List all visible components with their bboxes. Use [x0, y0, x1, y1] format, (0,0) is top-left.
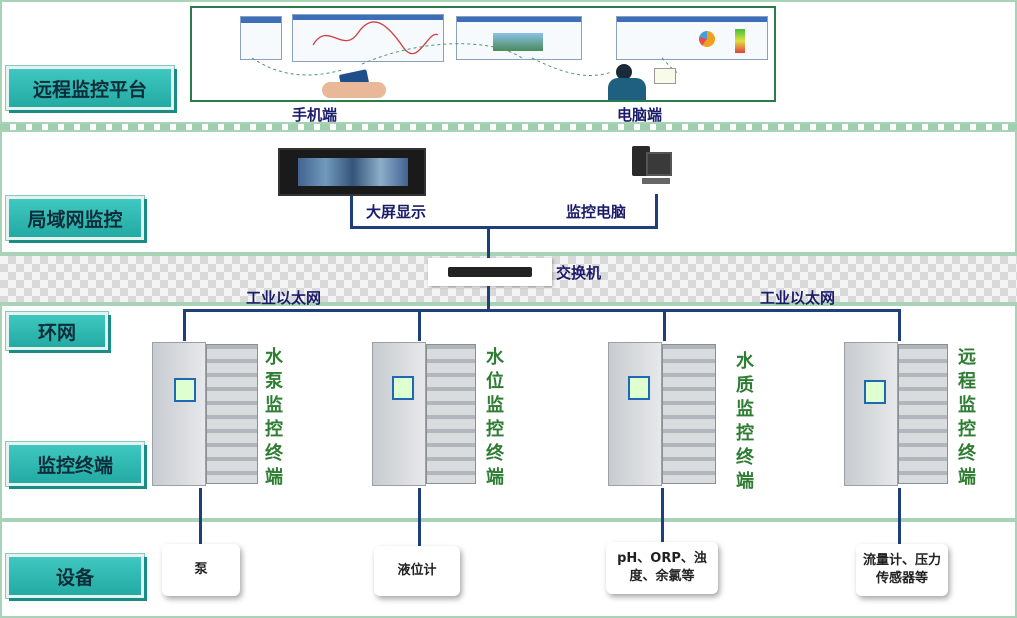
cabinet-label-4: 远程监控终端 [958, 347, 976, 488]
layer-label-terminal: 监控终端 [6, 442, 144, 486]
device-box-1: 泵 [162, 544, 240, 596]
band-divider [0, 124, 1017, 130]
device-drop-2 [418, 488, 421, 546]
cabinet-1 [148, 340, 260, 488]
cabinet-label-1: 水泵监控终端 [265, 347, 283, 488]
cabinet-2 [368, 340, 478, 488]
cabinet-open-door [426, 344, 476, 484]
line-chart-icon [312, 21, 439, 55]
cabinet-3 [604, 340, 718, 488]
device-drop-4 [898, 488, 901, 546]
ring-drop-1 [183, 309, 186, 341]
cabinet-body [372, 342, 426, 486]
switch-box [428, 258, 552, 286]
device-drop-1 [199, 488, 202, 546]
switch-icon [448, 267, 532, 277]
pie-chart-icon [699, 31, 715, 47]
cabinet-open-door [206, 344, 258, 484]
ethernet-label-left: 工业以太网 [246, 289, 322, 307]
monitor-computer-icon [628, 142, 674, 192]
layer-label-device: 设备 [6, 554, 144, 598]
status-bar-icon [735, 29, 745, 53]
remote-platform-frame [190, 6, 776, 102]
layer-label-ring: 环网 [6, 312, 108, 350]
monitor-pc-label: 监控电脑 [566, 203, 627, 221]
layer-label-remote: 远程监控平台 [6, 66, 174, 110]
app-screen-4 [616, 16, 768, 60]
lan-right-drop [655, 194, 658, 228]
ring-drop-2 [418, 309, 421, 341]
pc-user-icon [602, 62, 680, 100]
cabinet-open-door [662, 344, 716, 484]
cabinet-screen-icon [864, 380, 886, 404]
connection-dots [251, 43, 681, 76]
lan-to-switch [487, 226, 490, 262]
cabinet-label-2: 水位监控终端 [486, 347, 504, 488]
ring-bus [183, 309, 901, 312]
device-drop-3 [661, 488, 664, 544]
app-screen-1 [240, 16, 282, 60]
device-box-2: 液位计 [374, 546, 460, 596]
device-box-3: pH、ORP、浊度、余氯等 [606, 542, 718, 594]
cabinet-screen-icon [174, 378, 196, 402]
switch-label: 交换机 [556, 264, 602, 282]
cabinet-body [844, 342, 898, 486]
mobile-hand-icon [322, 68, 390, 100]
big-screen-label: 大屏显示 [366, 203, 427, 221]
ethernet-label-right: 工业以太网 [760, 289, 836, 307]
mobile-label: 手机端 [292, 106, 338, 124]
lan-band [0, 130, 1017, 254]
ring-drop-3 [663, 309, 666, 341]
ring-drop-4 [898, 309, 901, 341]
plant-photo-icon [493, 33, 543, 51]
pc-label: 电脑端 [617, 106, 663, 124]
cabinet-open-door [898, 344, 948, 484]
layer-label-lan: 局域网监控 [6, 196, 144, 240]
switch-to-ring [487, 286, 490, 312]
cabinet-screen-icon [628, 376, 650, 400]
cabinet-4 [840, 340, 950, 488]
lan-left-drop [350, 196, 353, 228]
app-screen-3 [456, 16, 582, 60]
device-box-4: 流量计、压力传感器等 [856, 544, 948, 596]
cabinet-body [152, 342, 206, 486]
cabinet-body [608, 342, 662, 486]
lan-bus [350, 226, 658, 229]
big-screen-icon [278, 148, 426, 196]
app-screen-2 [292, 14, 444, 62]
cabinet-label-3: 水质监控终端 [736, 351, 754, 492]
cabinet-screen-icon [392, 376, 414, 400]
